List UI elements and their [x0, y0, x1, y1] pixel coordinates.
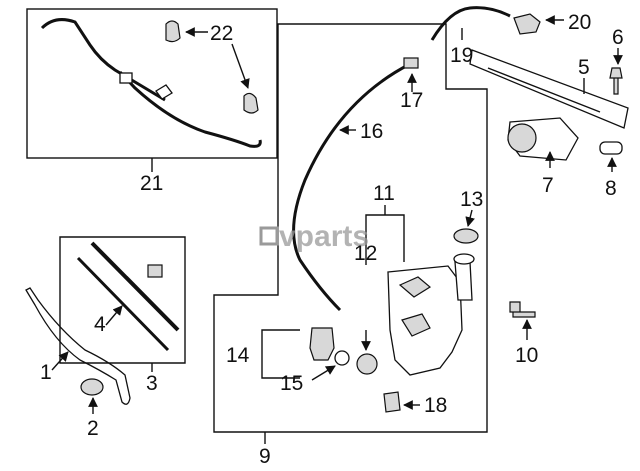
bolt-6 [609, 48, 623, 95]
connector-20 [513, 13, 541, 35]
upper-hose-line [40, 18, 166, 102]
level-sensor-18 [383, 391, 401, 413]
callout-8: 8 [605, 177, 617, 200]
hose-kit-frame [26, 8, 278, 159]
blade-frame [59, 236, 186, 364]
hose-connector-17 [403, 57, 419, 69]
callout-13: 13 [460, 188, 483, 211]
bolt-10 [509, 301, 536, 340]
wiper-blade-group-box [59, 236, 186, 372]
callout-4: 4 [94, 313, 106, 336]
grommet-12 [356, 353, 378, 375]
callout-22: 22 [210, 22, 233, 45]
callout-13-arrow [465, 209, 475, 227]
callout-14-bracket-bottom [261, 356, 300, 379]
callout-16: 16 [360, 120, 383, 143]
tank-rib-a [398, 276, 432, 298]
linkage-rod [487, 67, 601, 113]
motor-can [507, 123, 537, 153]
washer-pump-14 [309, 327, 335, 361]
callout-10: 10 [515, 344, 538, 367]
callout-20: 20 [568, 11, 591, 34]
callout-21: 21 [140, 172, 163, 195]
hose-connector [119, 72, 133, 84]
upper-hose-19-20 [430, 6, 564, 41]
nozzle-lower [243, 92, 259, 114]
pivot-cap-shape [80, 378, 104, 396]
filler-neck [454, 261, 473, 301]
callout-15: 15 [280, 372, 303, 395]
callout-9: 9 [259, 445, 271, 468]
bolt-6-shape [609, 67, 623, 95]
lower-hose-line [118, 70, 262, 148]
callout-7: 7 [542, 174, 554, 197]
callout-22-arrow-b [231, 43, 250, 89]
callout-14: 14 [226, 344, 250, 367]
tank-rib-b [401, 313, 431, 337]
callout-19: 19 [450, 44, 473, 67]
grommet-8-shape [599, 141, 623, 155]
callout-4-arrow [105, 305, 123, 326]
pivot-cap-2 [80, 378, 104, 414]
wiper-motor-7 [507, 117, 579, 168]
filler-opening [453, 253, 475, 265]
filler-cap-13 [453, 228, 479, 244]
callout-5: 5 [578, 56, 590, 79]
callout-3: 3 [146, 372, 158, 395]
callout-1: 1 [40, 361, 52, 384]
callout-11: 11 [373, 182, 395, 205]
callout-14-bracket-top [261, 329, 300, 356]
washer-hose-16 [292, 62, 411, 312]
linkage-bar [469, 49, 629, 129]
wiper-arm-1 [25, 287, 131, 405]
grommet-8 [599, 141, 623, 172]
watermark: vparts [259, 220, 369, 253]
wiper-linkage-5 [469, 49, 629, 129]
pump-seal-15 [334, 350, 350, 366]
watermark-logo-mark [259, 226, 279, 246]
bolt-10-shape [509, 301, 536, 318]
blade-long [90, 241, 180, 332]
nozzle-upper [165, 20, 181, 43]
reservoir-group-box [213, 23, 488, 444]
callout-12: 12 [354, 242, 377, 265]
callout-18: 18 [424, 394, 447, 417]
washer-nozzle-22 [165, 20, 259, 114]
hose-19-line [430, 6, 511, 41]
blade-adapter [147, 264, 163, 278]
callout-6: 6 [612, 26, 624, 49]
callout-17: 17 [400, 89, 423, 112]
hose-clip [155, 84, 173, 100]
callout-2: 2 [87, 417, 99, 440]
hose-kit-group-box [26, 8, 278, 172]
reservoir-frame [213, 23, 488, 433]
callout-15-arrow [311, 365, 336, 381]
wiper-arm-shape [25, 287, 131, 405]
blade-insert [76, 256, 170, 352]
watermark-text: vparts [279, 220, 369, 253]
